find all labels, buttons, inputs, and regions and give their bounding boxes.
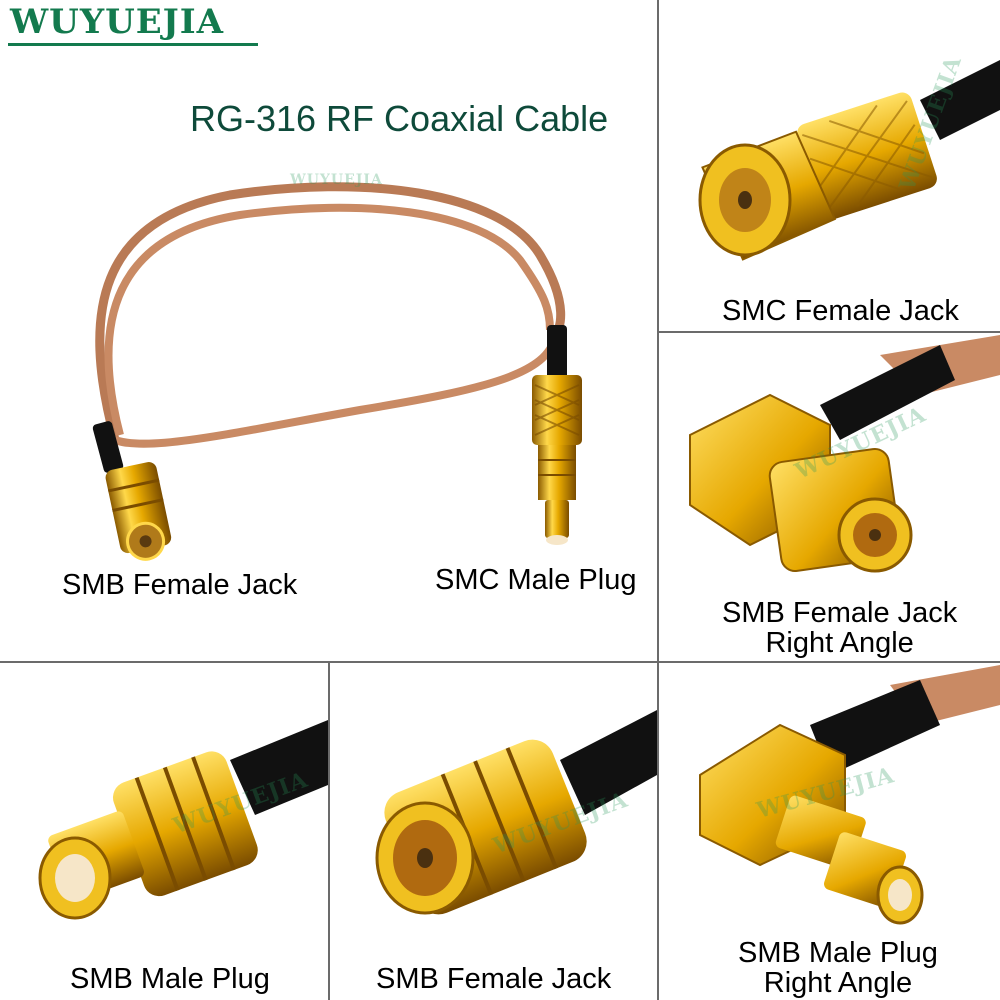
smb-female-jack-image [375,710,657,915]
divider-horizontal-right [657,331,1000,333]
smb-male-plug-image [38,720,328,920]
smb-female-jack-right-angle-image [689,335,1000,573]
brand-text: WUYUEJIA [10,2,225,42]
smc-female-jack-image [698,60,1000,261]
divider-vertical-bottom-1 [328,661,330,1000]
label-smc-female-jack: SMC Female Jack [722,295,959,327]
label-line-1: SMB Female Jack [722,597,958,629]
label-line-2: Right Angle [765,627,914,659]
label-line-1: SMB Male Plug [738,937,938,969]
cable-assembly-image [92,182,582,561]
divider-horizontal-middle [0,661,1000,663]
label-line-2: Right Angle [763,967,913,999]
label-smb-female-jack-right-angle: SMB Female Jack Right Angle [722,598,957,658]
label-smb-female-jack: SMB Female Jack [376,963,612,995]
label-main-smc-male-plug: SMC Male Plug [435,564,637,596]
label-smb-male-plug: SMB Male Plug [70,963,270,995]
headline: RG-316 RF Coaxial Cable [190,98,609,139]
label-main-smb-female-jack: SMB Female Jack [62,569,298,601]
smb-male-plug-right-angle-image [699,665,1000,925]
brand-underline [8,43,258,46]
watermark-main: WUYUEJIA [290,172,383,188]
label-smb-male-plug-right-angle: SMB Male Plug Right Angle [738,938,938,998]
divider-vertical-bottom-2 [657,661,659,1000]
